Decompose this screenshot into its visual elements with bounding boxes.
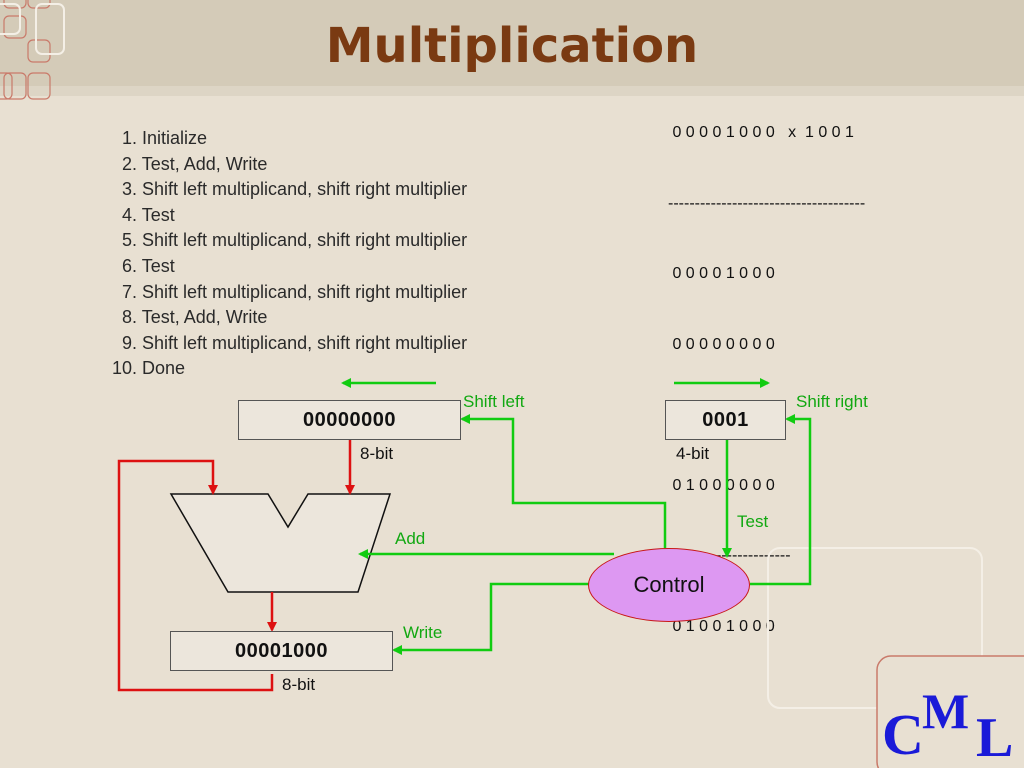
- logo-letter-l: L: [976, 707, 1013, 768]
- calc-rule-1: -------------------------------------: [668, 194, 866, 212]
- step-8: 8. Test, Add, Write: [122, 307, 268, 328]
- page-title: Multiplication: [325, 18, 699, 74]
- header-band: [0, 0, 1024, 86]
- test-label: Test: [737, 512, 769, 531]
- step-5: 5. Shift left multiplicand, shift right …: [122, 230, 468, 251]
- multiplicand-register: 00000000: [238, 400, 461, 440]
- calc-partial-4: 0 1 0 0 0 0 0 0: [668, 476, 775, 494]
- multiplicand-width-label: 8-bit: [360, 444, 394, 463]
- step-4: 4. Test: [122, 204, 175, 225]
- calc-result: 0 1 0 0 1 0 0 0: [668, 617, 775, 635]
- wire-product-feedback: [117, 459, 274, 692]
- shift-right-label: Shift right: [796, 392, 868, 411]
- step-6: 6. Test: [122, 255, 175, 276]
- decorative-frame: [767, 547, 983, 709]
- step-2: 2. Test, Add, Write: [122, 153, 268, 174]
- product-width-label: 8-bit: [282, 675, 316, 694]
- step-10: 10. Done: [112, 358, 186, 379]
- calc-partial-1: 0 0 0 0 1 0 0 0: [668, 265, 775, 282]
- multiplier-register: 0001: [665, 400, 786, 440]
- product-register: 00001000: [170, 631, 393, 671]
- shift-left-label: Shift left: [463, 392, 525, 411]
- step-7: 7. Shift left multiplicand, shift right …: [122, 281, 468, 302]
- multiplier-width-label: 4-bit: [676, 444, 710, 463]
- decorative-squares: [0, 0, 65, 100]
- control-unit: Control: [588, 548, 750, 622]
- alu-adder: [169, 493, 392, 593]
- step-1: 1. Initialize: [122, 128, 208, 148]
- wire-control-write: [392, 582, 590, 655]
- step-3: 3. Shift left multiplicand, shift right …: [122, 179, 468, 200]
- algorithm-steps: 1. Initialize 2. Test, Add, Write 3. Shi…: [110, 126, 467, 382]
- calc-partial-2: 0 0 0 0 0 0 0 0: [668, 335, 775, 353]
- logo-letter-m: M: [922, 683, 969, 739]
- logo-frame: [876, 655, 1024, 768]
- step-9: 9. Shift left multiplicand, shift right …: [122, 332, 468, 353]
- calc-header: 0 0 0 0 1 0 0 0 x 1 0 0 1: [668, 124, 854, 141]
- add-label: Add: [395, 529, 426, 548]
- write-label: Write: [403, 623, 443, 642]
- wire-control-shift-right: [750, 414, 812, 586]
- logo-letter-c: C: [882, 702, 924, 767]
- wire-control-shift-left: [460, 414, 667, 548]
- header-divider: [0, 86, 1024, 96]
